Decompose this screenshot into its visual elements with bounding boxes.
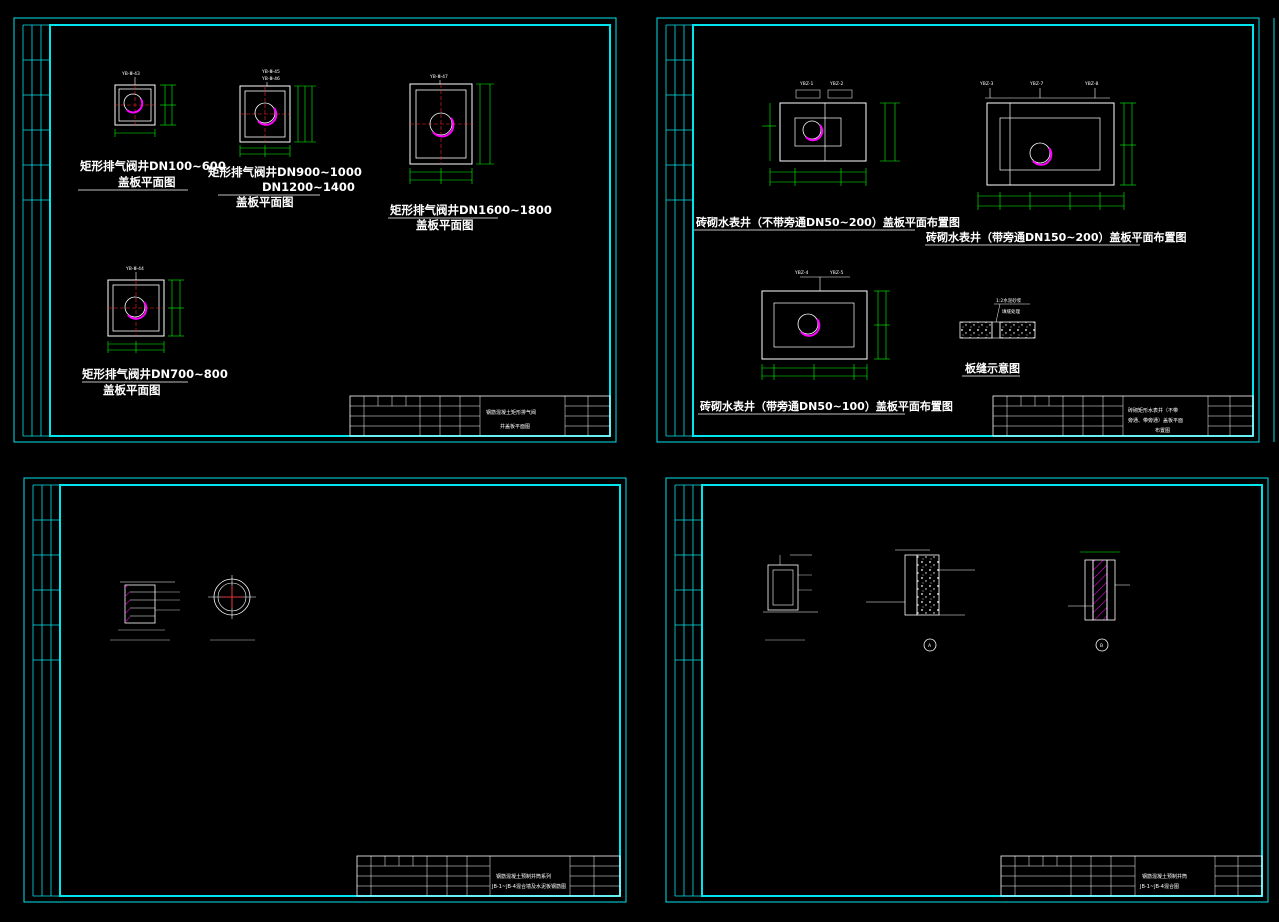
title-block-name: JB-1~JB-4混合墙及水泥板钢筋图	[491, 883, 566, 890]
drawing-cover-dn700-800[interactable]: YB-Ⅲ-44	[107, 266, 184, 353]
tag-label: YB-Ⅲ-43	[121, 71, 140, 77]
drawing-meter-well-bypass-large[interactable]: YBZ-3 YBZ-7 YBZ-8	[977, 81, 1136, 210]
title-block[interactable]: 钢筋混凝土预制井筒系列 JB-1~JB-4混合墙及水泥板钢筋图	[356, 855, 621, 897]
drawing-meter-well-no-bypass[interactable]: YBZ-1 YBZ-2	[762, 81, 900, 186]
sheet-3[interactable]: 钢筋混凝土预制井筒系列 JB-1~JB-4混合墙及水泥板钢筋图	[23, 477, 627, 903]
drawing-column-section[interactable]	[763, 554, 818, 641]
drawing-well-section[interactable]	[110, 581, 180, 641]
tag-label: YB-Ⅲ-45	[261, 69, 280, 75]
drawing-well-plan-circle[interactable]	[208, 575, 256, 641]
tag-label: YBZ-2	[829, 81, 843, 87]
drawing-cover-dn1600-1800[interactable]: YB-Ⅲ-47	[409, 74, 494, 184]
tag-label: YB-Ⅲ-47	[429, 74, 448, 80]
drawing-subcaption: 盖板平面图	[416, 218, 474, 232]
title-block-name: JB-1~JB-4混合图	[1139, 883, 1179, 890]
annotation-label: 1:2水泥砂浆	[996, 297, 1022, 304]
drawing-cover-dn100-600[interactable]: YB-Ⅲ-43	[114, 71, 176, 137]
tag-label: YBZ-3	[979, 81, 993, 87]
title-block-name: 井盖板平面图	[500, 423, 530, 430]
drawing-caption: 矩形排气阀井DN900~1000	[208, 165, 362, 179]
drawing-subcaption: 盖板平面图	[103, 383, 161, 397]
sheet-2[interactable]: YBZ-1 YBZ-2 砖砌水表井（不带旁通DN50~200）盖板平面布置图 Y…	[656, 17, 1275, 443]
drawing-caption: DN1200~1400	[262, 180, 355, 194]
tag-label: YBZ-8	[1084, 81, 1098, 87]
drawing-slab-joint-detail[interactable]: 1:2水泥砂浆 填缝处理	[959, 297, 1036, 339]
tag-label: YBZ-4	[794, 270, 808, 276]
drawing-wall-detail-a[interactable]: A	[866, 549, 975, 652]
tag-label: YBZ-5	[829, 270, 843, 276]
tag-label: YB-Ⅲ-44	[125, 266, 144, 272]
drawing-subcaption: 盖板平面图	[236, 195, 294, 209]
title-block-name: 钢筋混凝土矩形排气阀	[486, 409, 536, 416]
drawing-subcaption: 盖板平面图	[118, 175, 176, 189]
title-block-name: 钢筋混凝土预制井筒系列	[496, 873, 551, 880]
title-block-name: 砖砌矩形水表井（不带	[1128, 407, 1178, 414]
drawing-caption: 砖砌水表井（带旁通DN50~100）盖板平面布置图	[700, 399, 953, 413]
tag-label: YBZ-7	[1029, 81, 1043, 87]
annotation-label: 填缝处理	[1002, 308, 1020, 315]
title-block-name: 旁通、带旁通）盖板平面	[1128, 417, 1183, 424]
detail-mark-label: B	[1100, 643, 1103, 649]
tag-label: YB-Ⅲ-46	[261, 76, 280, 82]
drawing-caption: 砖砌水表井（不带旁通DN50~200）盖板平面布置图	[696, 215, 960, 229]
binding-margin	[674, 484, 702, 897]
drawing-cover-dn900-1400[interactable]: YB-Ⅲ-45 YB-Ⅲ-46	[239, 69, 316, 157]
tag-label: YBZ-1	[799, 81, 813, 87]
title-block[interactable]: 钢筋混凝土预制井筒 JB-1~JB-4混合图	[1000, 855, 1263, 897]
drawing-wall-detail-b[interactable]: B	[1068, 551, 1130, 652]
drawing-caption: 板缝示意图	[965, 361, 1020, 375]
detail-mark-label: A	[928, 643, 932, 649]
title-block[interactable]: 砖砌矩形水表井（不带 旁通、带旁通）盖板平面 布置图	[992, 395, 1254, 437]
drawing-caption: 矩形排气阀井DN1600~1800	[390, 203, 552, 217]
title-block[interactable]: 钢筋混凝土矩形排气阀 井盖板平面图	[349, 395, 611, 437]
title-block-name: 钢筋混凝土预制井筒	[1142, 873, 1187, 880]
drawing-caption: 砖砌水表井（带旁通DN150~200）盖板平面布置图	[926, 230, 1186, 244]
drawing-meter-well-bypass-small[interactable]: YBZ-4 YBZ-5	[761, 270, 890, 380]
binding-margin	[22, 24, 50, 437]
drawing-caption: 矩形排气阀井DN700~800	[82, 367, 228, 381]
sheet-1[interactable]: YB-Ⅲ-43 矩形排气阀井DN100~600 盖板平面图 YB-Ⅲ-45 YB…	[13, 17, 617, 443]
drawing-caption: 矩形排气阀井DN100~600	[80, 159, 226, 173]
binding-margin	[32, 484, 60, 897]
title-block-name: 布置图	[1155, 427, 1170, 434]
binding-margin	[665, 24, 693, 437]
sheet-4[interactable]: A B 钢筋混凝土预制井筒 JB-1~JB-4混合图	[665, 477, 1269, 903]
